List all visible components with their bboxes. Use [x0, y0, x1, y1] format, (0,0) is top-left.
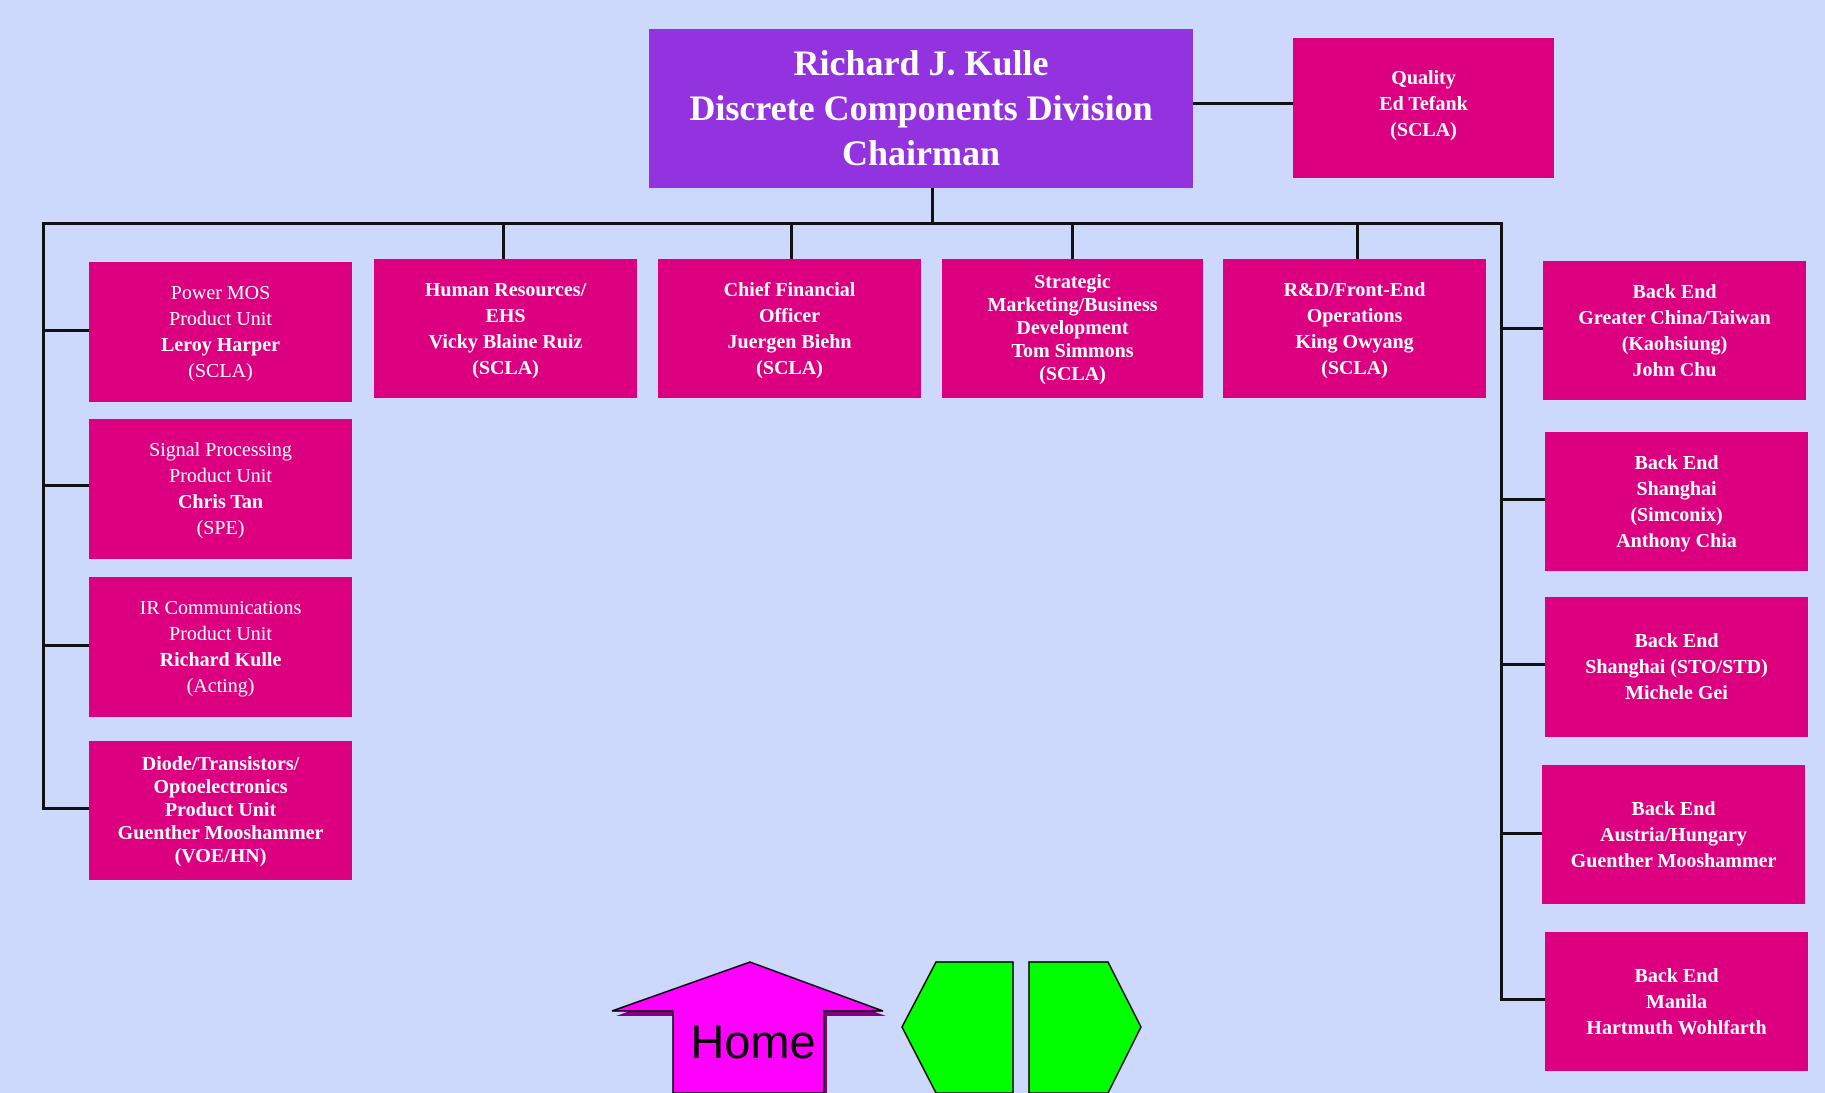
backend-leader: John Chu: [1632, 358, 1717, 381]
unit-line: Signal Processing: [149, 439, 292, 461]
backend-line: (Kaohsiung): [1621, 332, 1728, 355]
connector-unit-3: [42, 644, 89, 647]
backend-box-shanghai-sto: Back End Shanghai (STO/STD) Michele Gei: [1545, 597, 1808, 737]
home-arrow-button[interactable]: [611, 961, 884, 1093]
staff-name: King Owyang: [1295, 330, 1414, 353]
backend-line: Manila: [1645, 990, 1708, 1013]
next-slide-button[interactable]: [1028, 961, 1142, 1093]
chairman-division: Discrete Components Division: [689, 88, 1153, 128]
unit-site: (VOE/HN): [174, 845, 267, 867]
unit-line: Power MOS: [170, 282, 271, 304]
backend-line: Shanghai (STO/STD): [1585, 656, 1768, 678]
quality-site: (SCLA): [1390, 119, 1457, 141]
unit-leader: Richard Kulle: [159, 649, 282, 671]
staff-line: Officer: [758, 304, 821, 327]
unit-box-power-mos: Power MOS Product Unit Leroy Harper (SCL…: [89, 262, 352, 402]
connector-chair-down: [931, 188, 934, 223]
staff-line: Marketing/Business: [987, 294, 1158, 316]
staff-box-cfo: Chief Financial Officer Juergen Biehn (S…: [658, 259, 921, 398]
staff-box-rd: R&D/Front-End Operations King Owyang (SC…: [1223, 259, 1486, 398]
backend-line: Greater China/Taiwan: [1578, 306, 1771, 329]
staff-site: (SCLA): [1321, 356, 1388, 379]
connector-staff-3: [1071, 222, 1074, 260]
staff-line: Human Resources/: [424, 278, 587, 301]
staff-site: (SCLA): [756, 356, 823, 379]
backend-leader: Hartmuth Wohlfarth: [1586, 1016, 1767, 1039]
staff-line: Strategic: [1034, 271, 1111, 293]
connector-staff-4: [1356, 222, 1359, 260]
backend-box-manila: Back End Manila Hartmuth Wohlfarth: [1545, 932, 1808, 1071]
backend-leader: Anthony Chia: [1616, 529, 1737, 552]
backend-line: Back End: [1634, 964, 1719, 987]
unit-leader: Leroy Harper: [160, 334, 281, 356]
connector-backend-4: [1500, 832, 1542, 835]
unit-site: (SCLA): [188, 360, 253, 382]
backend-box-austria-hungary: Back End Austria/Hungary Guenther Moosha…: [1542, 765, 1805, 904]
unit-line: Optoelectronics: [153, 776, 288, 798]
unit-line: Diode/Transistors/: [141, 753, 300, 775]
unit-site: (Acting): [186, 675, 255, 697]
unit-line: Product Unit: [169, 465, 272, 487]
backend-line: Back End: [1634, 630, 1719, 652]
chairman-name: Richard J. Kulle: [793, 43, 1049, 83]
backend-line: Back End: [1634, 451, 1719, 474]
connector-backend-3: [1500, 663, 1545, 666]
staff-site: (SCLA): [1039, 363, 1106, 385]
connector-staff-2: [790, 222, 793, 260]
connector-backend-2: [1500, 498, 1545, 501]
staff-line: R&D/Front-End: [1283, 278, 1426, 301]
backend-box-greater-china: Back End Greater China/Taiwan (Kaohsiung…: [1543, 261, 1806, 400]
unit-line: Product Unit: [169, 308, 272, 330]
backend-leader: Guenther Mooshammer: [1570, 849, 1777, 872]
backend-line: Back End: [1631, 797, 1716, 820]
staff-line: Development: [1016, 317, 1129, 339]
staff-name: Juergen Biehn: [727, 330, 852, 353]
staff-site: (SCLA): [472, 356, 539, 379]
unit-line: Product Unit: [169, 623, 272, 645]
backend-line: Back End: [1632, 280, 1717, 303]
staff-name: Vicky Blaine Ruiz: [428, 330, 583, 353]
unit-box-diode-transistors: Diode/Transistors/ Optoelectronics Produ…: [89, 741, 352, 880]
connector-unit-4: [42, 807, 89, 810]
connector-horizontal-bus: [42, 222, 1503, 225]
connector-left-vertical: [42, 222, 45, 809]
previous-slide-button[interactable]: [901, 961, 1014, 1093]
connector-backend-1: [1500, 327, 1543, 330]
backend-line: Shanghai: [1636, 477, 1717, 500]
backend-box-shanghai-simconix: Back End Shanghai (Simconix) Anthony Chi…: [1545, 432, 1808, 571]
connector-staff-1: [502, 222, 505, 260]
connector-unit-2: [42, 484, 89, 487]
connector-unit-1: [42, 329, 89, 332]
quality-box: Quality Ed Tefank (SCLA): [1293, 38, 1554, 178]
backend-line: Austria/Hungary: [1600, 823, 1747, 846]
staff-box-hr: Human Resources/ EHS Vicky Blaine Ruiz (…: [374, 259, 637, 398]
connector-right-vertical: [1500, 222, 1503, 1001]
connector-backend-5: [1500, 998, 1545, 1001]
staff-line: Operations: [1306, 304, 1403, 327]
unit-leader: Chris Tan: [177, 491, 264, 513]
backend-line: (Simconix): [1630, 503, 1723, 526]
chairman-title: Chairman: [841, 133, 1000, 173]
staff-line: EHS: [485, 304, 526, 327]
unit-line: IR Communications: [139, 597, 302, 619]
staff-box-marketing: Strategic Marketing/Business Development…: [942, 259, 1203, 398]
staff-name: Tom Simmons: [1011, 340, 1134, 362]
quality-name: Ed Tefank: [1379, 93, 1468, 115]
quality-title: Quality: [1391, 67, 1456, 89]
staff-line: Chief Financial: [723, 278, 856, 301]
unit-site: (SPE): [196, 517, 245, 539]
unit-box-ir-communications: IR Communications Product Unit Richard K…: [89, 577, 352, 717]
unit-leader: Guenther Mooshammer: [117, 822, 324, 844]
connector-chair-quality: [1193, 102, 1293, 105]
unit-line: Product Unit: [164, 799, 277, 821]
chairman-box: Richard J. Kulle Discrete Components Div…: [649, 29, 1193, 188]
backend-leader: Michele Gei: [1625, 682, 1728, 704]
unit-box-signal-processing: Signal Processing Product Unit Chris Tan…: [89, 419, 352, 559]
